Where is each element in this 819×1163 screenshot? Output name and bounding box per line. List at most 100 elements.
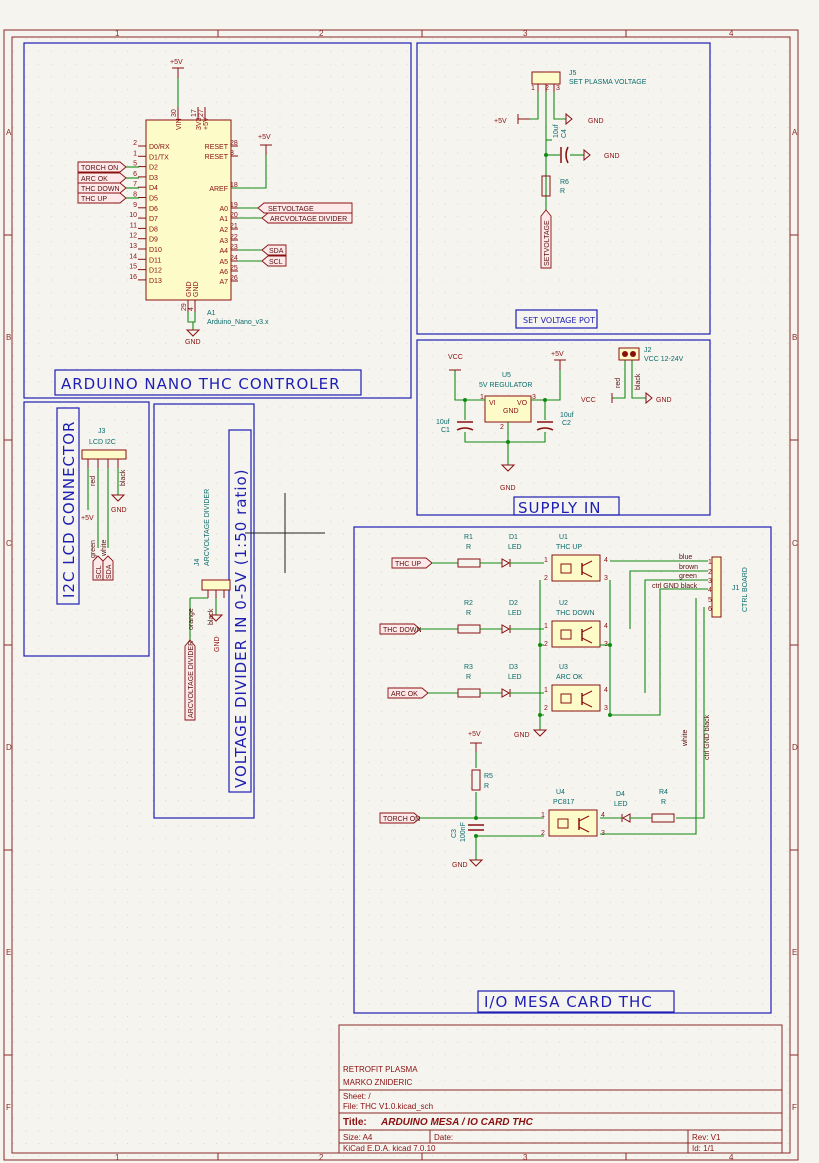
svg-text:black: black [635, 373, 642, 390]
arduino-pin-num: 10 [129, 212, 137, 219]
arduino-pin-right: A0 [219, 206, 228, 213]
pin-num-29: 29 [181, 303, 188, 311]
block-title-arduino: ARDUINO NANO THC CONTROLER [61, 375, 341, 393]
divider-connector-j4[interactable]: J4 ARCVOLTAGE DIVIDER [194, 489, 231, 598]
regulator-u5[interactable]: VI GND VO 1 2 3 U5 5V REGULATOR [479, 372, 536, 431]
label-arc-ok[interactable]: ARC OK [77, 172, 127, 184]
tb-file: File: THC V1.0.kicad_sch [343, 1102, 433, 1111]
col-label-1: 1 [115, 29, 120, 38]
lcd-connector-j3[interactable]: J3 LCD I2C [81, 428, 127, 468]
label-mesa-input[interactable]: THC DOWN [379, 623, 422, 635]
label-scl[interactable]: SCL [261, 255, 287, 267]
arduino-nano[interactable]: D0/RX2D1/TX1D25D36D47D58D69D710D811D912D… [129, 107, 269, 326]
block-title-divider: VOLTAGE DIVIDER IN 0-5V (1:50 ratio) [232, 468, 250, 788]
svg-text:VO: VO [517, 400, 528, 407]
divider-wiring [189, 597, 217, 640]
resistor-r5[interactable]: R5 R [471, 769, 493, 791]
tb-title-prefix: Title: [343, 1117, 367, 1128]
svg-text:R2: R2 [464, 600, 473, 607]
svg-text:LED: LED [508, 544, 522, 551]
label-mesa-input[interactable]: ARC OK [387, 687, 429, 699]
pot-wiring [530, 92, 584, 210]
row-label-d-right: D [792, 743, 798, 752]
svg-text:3: 3 [556, 85, 560, 92]
block-title-lcd: I2C LCD CONNECTOR [60, 421, 78, 598]
arduino-pin-left: D9 [149, 237, 158, 244]
label-lcd-sda[interactable]: SDA [102, 555, 114, 581]
svg-text:R: R [560, 188, 565, 195]
svg-text:4: 4 [604, 557, 608, 564]
wire-white: white [101, 540, 108, 557]
power-connector-j2[interactable]: J2 VCC 12-24V red black [615, 347, 684, 390]
svg-text:1: 1 [531, 85, 535, 92]
cap-c1[interactable]: C1 10uf [436, 419, 474, 434]
power-vcc-connector: VCC [581, 393, 613, 404]
ctrl-board-connector-j1[interactable]: J1 CTRL BOARD 1 2 3 4 5 6 [708, 556, 749, 618]
svg-text:J1: J1 [732, 585, 740, 592]
arduino-pin-right: A2 [219, 227, 228, 234]
svg-text:3: 3 [532, 394, 536, 401]
svg-text:THC DOWN: THC DOWN [81, 186, 120, 193]
svg-text:VCC: VCC [581, 397, 596, 404]
wire-blue: blue [679, 554, 692, 561]
arduino-pin-num: 5 [133, 161, 137, 168]
svg-text:1: 1 [480, 394, 484, 401]
svg-text:D2: D2 [509, 600, 518, 607]
svg-text:J2: J2 [644, 347, 652, 354]
block-title-setpot: SET VOLTAGE POT [523, 316, 595, 325]
arduino-pin-num: 15 [129, 264, 137, 271]
svg-text:ARCVOLTAGE DIVIDER: ARCVOLTAGE DIVIDER [270, 216, 347, 223]
junction-dot [474, 816, 478, 820]
svg-text:4: 4 [604, 687, 608, 694]
svg-text:2: 2 [541, 830, 545, 837]
label-arcvoltage-divider-j4[interactable]: ARCVOLTAGE DIVIDER [184, 639, 196, 721]
pot-cap-c4[interactable]: C4 10uf [553, 124, 569, 164]
svg-text:1: 1 [708, 559, 712, 566]
tb-title: ARDUINO MESA / IO CARD THC [380, 1117, 534, 1128]
power-5v-pot: +5V [494, 114, 530, 125]
col-label-3: 3 [523, 29, 528, 38]
junction-dot [538, 713, 542, 717]
svg-text:2: 2 [544, 705, 548, 712]
label-arcvoltage-divider[interactable]: ARCVOLTAGE DIVIDER [261, 212, 353, 224]
label-mesa-input[interactable]: THC UP [391, 557, 433, 569]
label-mesa-input[interactable]: TORCH ON [379, 812, 421, 824]
pot-resistor-r6[interactable]: R6 R [541, 175, 569, 197]
power-5v-arduino: +5V [170, 59, 184, 78]
cap-c3[interactable]: C3 100nF [451, 822, 484, 842]
arduino-pin-left: D2 [149, 165, 158, 172]
svg-text:4: 4 [604, 623, 608, 630]
svg-text:GND: GND [452, 862, 468, 869]
svg-text:U3: U3 [559, 664, 568, 671]
label-torch-on[interactable]: TORCH ON [77, 161, 127, 173]
svg-text:red: red [615, 378, 622, 388]
svg-text:GND: GND [514, 732, 530, 739]
arduino-pin-right: A4 [219, 248, 228, 255]
row-label-d: D [6, 743, 12, 752]
arduino-pin-right: A6 [219, 269, 228, 276]
tb-id: Id: 1/1 [692, 1144, 715, 1153]
label-thc-down[interactable]: THC DOWN [77, 182, 127, 194]
label-lcd-scl[interactable]: SCL [92, 555, 104, 581]
wire-black: black [120, 469, 127, 486]
label-pot-setvoltage[interactable]: SETVOLTAGE [540, 209, 552, 269]
junction-dot [608, 713, 612, 717]
row-label-a: A [6, 128, 12, 137]
label-setvoltage[interactable]: SETVOLTAGE [257, 202, 353, 214]
label-sda[interactable]: SDA [261, 244, 287, 256]
gnd-symbol-connector: GND [645, 391, 672, 405]
svg-text:10uf: 10uf [436, 419, 450, 426]
arduino-pin-num: 28 [230, 140, 238, 147]
label-thc-up[interactable]: THC UP [77, 192, 127, 204]
svg-text:1: 1 [541, 812, 545, 819]
arduino-pin-left: D0/RX [149, 144, 170, 151]
pin-5v: +5V [203, 117, 210, 130]
wire-green: green [90, 540, 97, 558]
cap-c2[interactable]: C2 10uf [536, 412, 574, 431]
arduino-pin-num: 1 [133, 150, 137, 157]
